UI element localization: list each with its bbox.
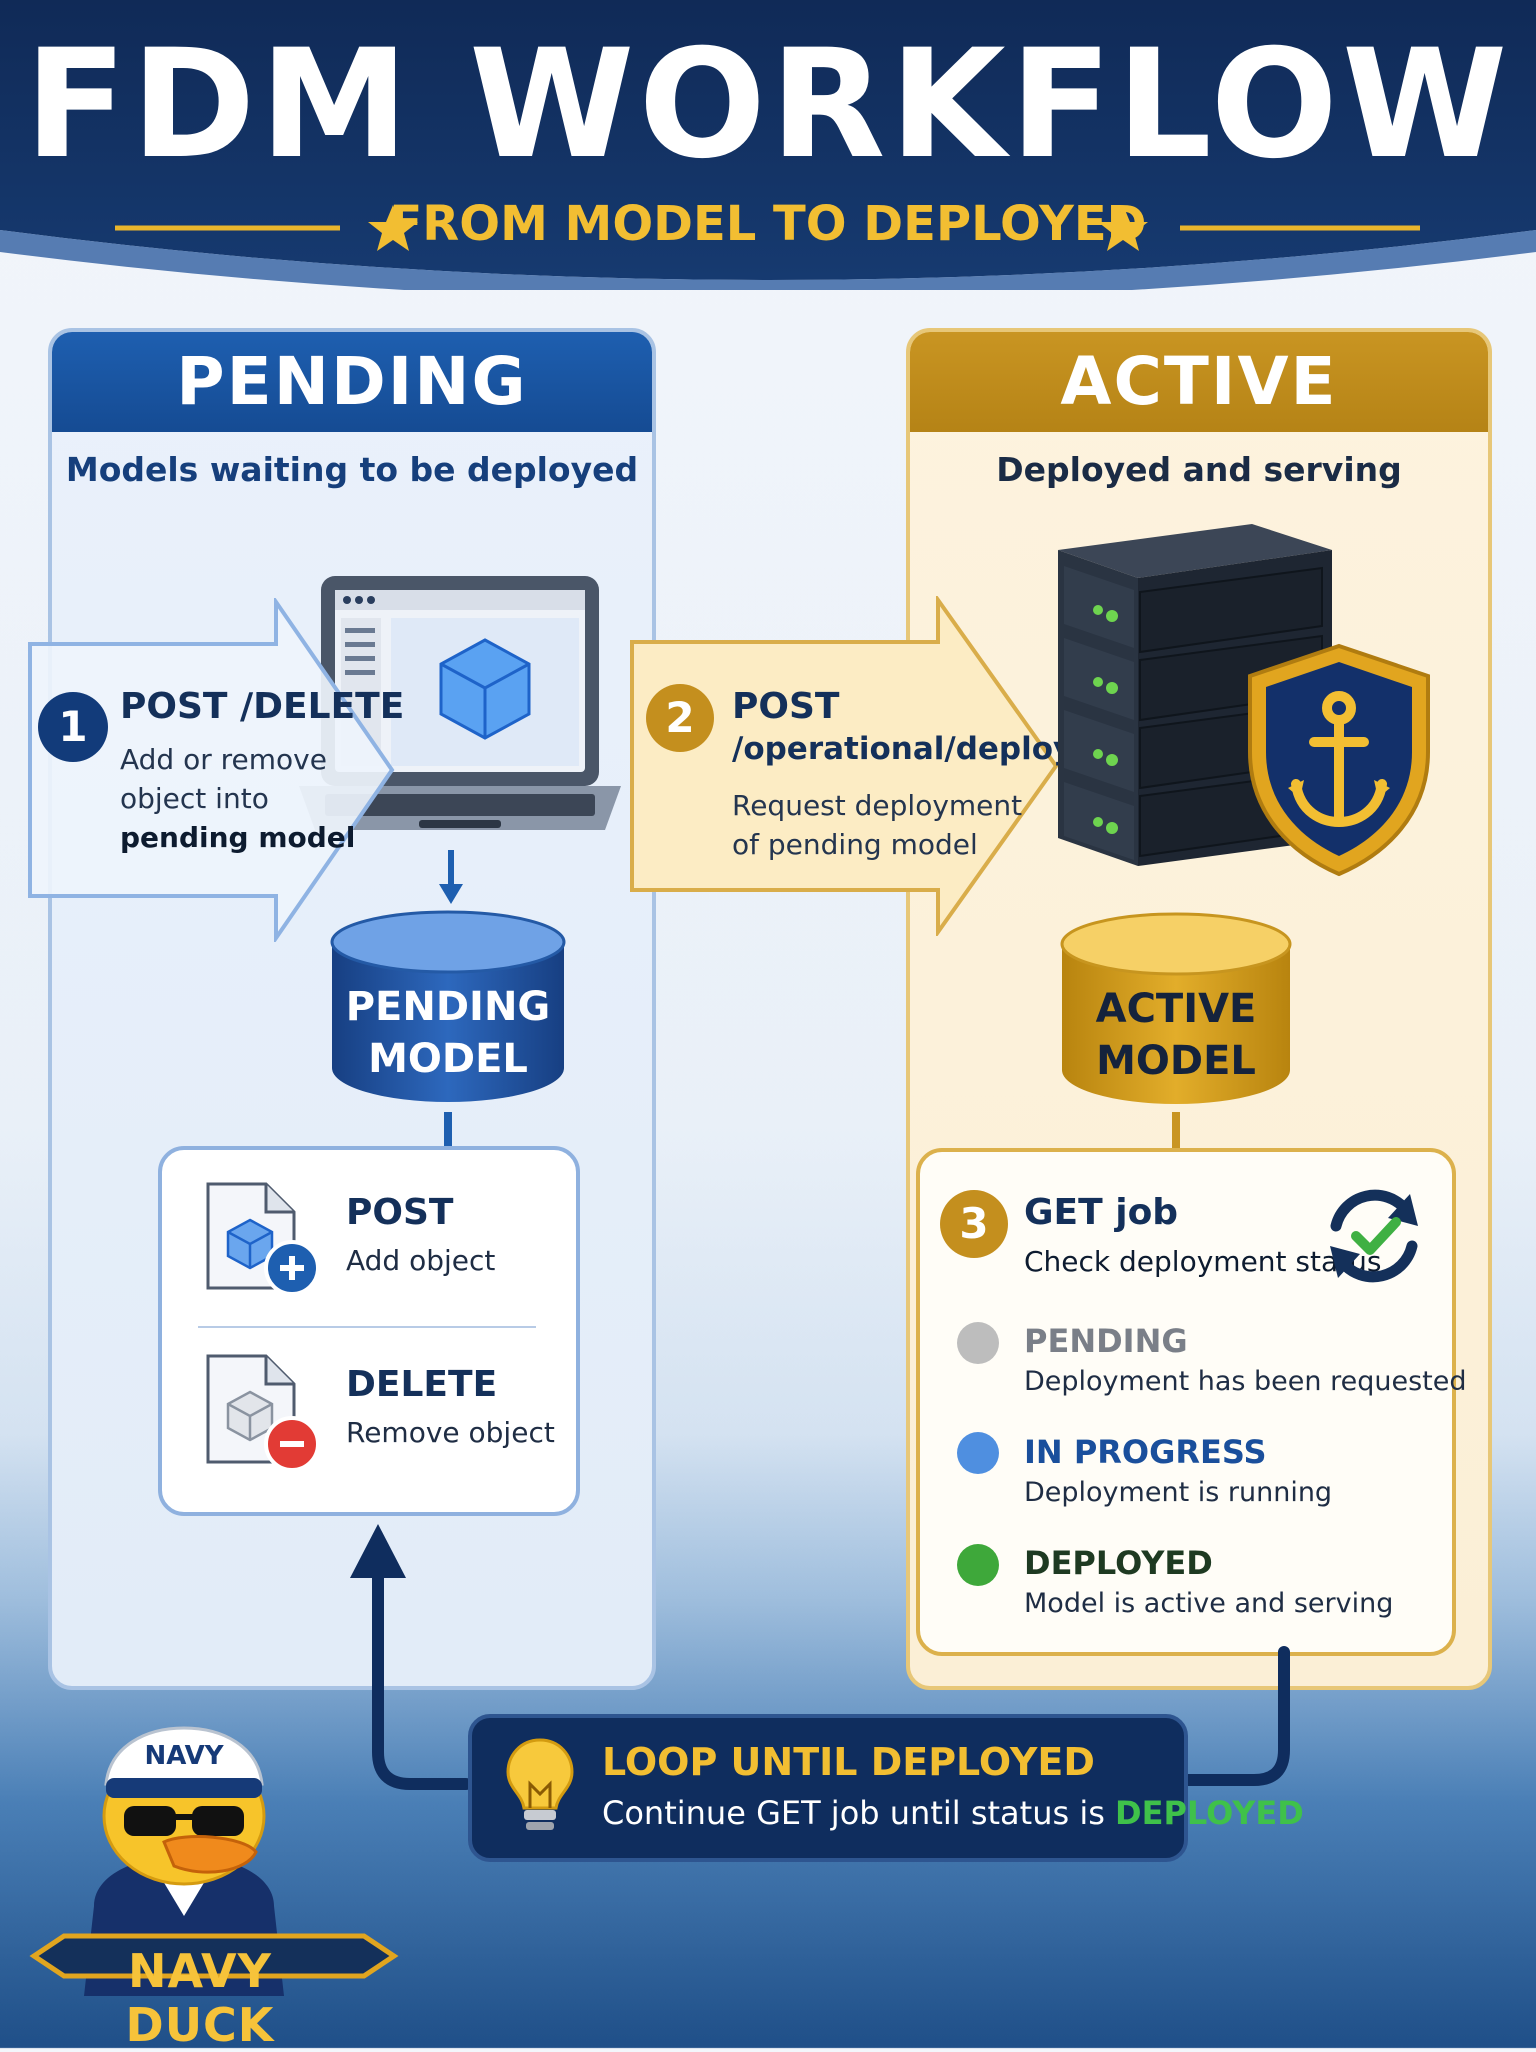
loop-info-box [468, 1714, 1188, 1862]
pending-panel-title: PENDING [52, 332, 652, 432]
step-2-desc-line2: of pending model [732, 828, 978, 861]
page-title: FDM WORKFLOW [24, 18, 1512, 192]
page-subtitle: FROM MODEL TO DEPLOYED [389, 196, 1147, 252]
active-model-cylinder [1060, 912, 1292, 1104]
step-3-number: 3 [940, 1190, 1008, 1258]
action-delete-desc: Remove object [346, 1416, 555, 1449]
status-dot-deployed [957, 1544, 999, 1586]
step-2-desc-line1: Request deployment [732, 789, 1023, 822]
action-delete-title: DELETE [346, 1364, 498, 1405]
laptop-icon [299, 576, 621, 830]
cube-icon [439, 638, 531, 740]
refresh-check-icon [1330, 1189, 1418, 1283]
lightbulb-icon [506, 1738, 574, 1830]
loop-title: LOOP UNTIL DEPLOYED [602, 1740, 1095, 1784]
status-deployed-title: DEPLOYED [1024, 1544, 1213, 1582]
action-post-title: POST [346, 1192, 454, 1233]
status-pending-desc: Deployment has been requested [1024, 1366, 1467, 1397]
status-dot-pending [957, 1322, 999, 1364]
step-2-arrow [630, 596, 1059, 936]
actions-divider [198, 1326, 536, 1328]
step-2-title-line2: /operational/deploy [732, 731, 1074, 767]
step-1-number: 1 [38, 692, 108, 762]
mascot-banner-text: NAVY DUCK [125, 1944, 275, 2052]
status-pending-title: PENDING [1024, 1322, 1188, 1360]
star-icon [368, 205, 418, 251]
active-panel-title: ACTIVE [910, 332, 1488, 432]
file-add-icon [206, 1182, 320, 1296]
step-1-desc-line1: Add or remove [120, 743, 327, 776]
arrow-up-icon [350, 1524, 406, 1578]
pending-model-label-line2: MODEL [368, 1036, 528, 1082]
file-remove-icon [206, 1354, 320, 1472]
header-banner [0, 0, 1536, 290]
status-dot-in-progress [957, 1432, 999, 1474]
anchor-icon [1291, 691, 1387, 828]
pending-panel-subtitle: Models waiting to be deployed [65, 450, 639, 489]
loop-desc-text: Continue GET job until status is [602, 1794, 1105, 1832]
step-1-title: POST /DELETE [120, 686, 405, 727]
step-2-title-line1: POST [732, 686, 840, 727]
step-1-desc-line3: pending model [120, 821, 356, 854]
connector-line [444, 1112, 452, 1148]
pending-model-cylinder [330, 910, 566, 1102]
arrow-down-icon [439, 850, 463, 904]
status-in-progress-desc: Deployment is running [1024, 1477, 1333, 1508]
anchor-shield-icon [1248, 643, 1430, 877]
status-in-progress-title: IN PROGRESS [1024, 1433, 1267, 1471]
step-1-arrow [28, 598, 395, 942]
connector-line [1172, 1112, 1180, 1150]
step-2-number: 2 [646, 684, 714, 752]
step-3-desc: Check deployment status [1024, 1245, 1382, 1278]
step-3-title: GET job [1024, 1192, 1179, 1233]
star-icon [1098, 205, 1148, 251]
action-post-desc: Add object [346, 1244, 496, 1277]
navy-duck-mascot: NAVY [29, 1726, 399, 1996]
pending-model-label-line1: PENDING [345, 984, 551, 1030]
loop-desc-highlight: DEPLOYED [1115, 1794, 1304, 1832]
step-1-desc-line2: object into [120, 782, 269, 815]
active-model-label-line1: ACTIVE [1095, 986, 1257, 1032]
active-panel-subtitle: Deployed and serving [996, 450, 1402, 489]
active-model-label-line2: MODEL [1096, 1038, 1256, 1084]
hat-text: NAVY [144, 1741, 224, 1771]
loop-desc: Continue GET job until status is DEPLOYE… [602, 1794, 1304, 1832]
status-deployed-desc: Model is active and serving [1024, 1588, 1394, 1619]
